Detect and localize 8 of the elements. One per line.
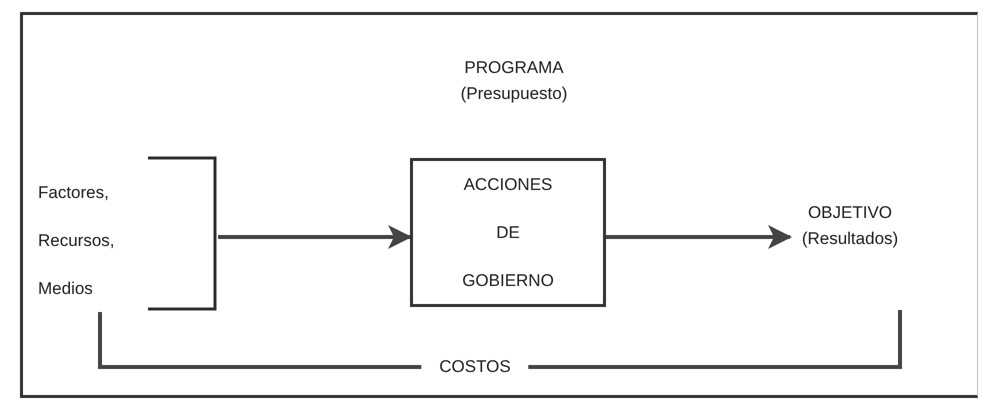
process-label: ACCIONES DE GOBIERNO: [461, 174, 555, 292]
goal-label: OBJETIVO (Resultados): [800, 202, 900, 250]
arrow: [606, 225, 792, 249]
arrow: [218, 225, 412, 249]
process-box: [410, 158, 606, 307]
program-heading: PROGRAMA (Presupuesto): [460, 57, 568, 105]
program-frame: [20, 12, 978, 398]
input-list: Factores, Recursos, Medios: [38, 169, 138, 313]
